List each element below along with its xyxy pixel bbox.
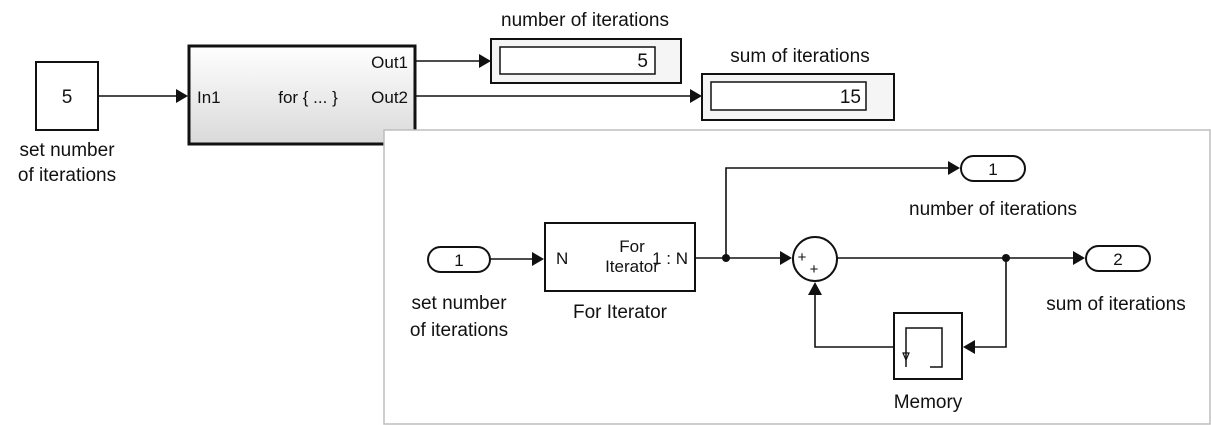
signal-line-memory-to-sum[interactable] <box>814 295 894 348</box>
signal-line-to-outport-1[interactable] <box>725 167 948 258</box>
display-iterations-label: number of iterations <box>501 10 669 31</box>
inport-1-label-line1: set number <box>411 293 507 314</box>
display-iterations-value: 5 <box>637 51 648 72</box>
display-sum-block[interactable]: 15 <box>701 73 895 121</box>
arrowhead <box>780 251 792 265</box>
sum-sign-1: + <box>798 249 807 266</box>
memory-icon <box>905 327 943 368</box>
for-iterator-subsystem-block[interactable]: In1 for { ... } Out1 Out2 <box>187 44 417 146</box>
outport-2-label: sum of iterations <box>1046 294 1185 315</box>
outport-1[interactable]: 1 <box>960 155 1026 182</box>
arrowhead <box>176 89 188 103</box>
sum-block[interactable]: + + <box>792 236 838 282</box>
for-iterator-in-port: N <box>556 249 568 268</box>
memory-icon-arrow <box>902 352 910 362</box>
constant-value: 5 <box>62 87 73 108</box>
for-iterator-out-port: 1 : N <box>652 249 688 268</box>
arrowhead <box>479 54 491 68</box>
subsystem-view-panel <box>383 129 1211 425</box>
display-iterations-block[interactable]: 5 <box>490 38 682 84</box>
subsystem-out-port-2: Out2 <box>371 88 408 107</box>
memory-block[interactable] <box>893 312 963 380</box>
sum-sign-2: + <box>810 261 819 278</box>
constant-label-line1: set number <box>19 140 115 161</box>
arrowhead <box>808 282 822 295</box>
arrowhead <box>948 161 960 175</box>
display-sum-value: 15 <box>840 87 861 108</box>
arrowhead <box>963 340 975 354</box>
for-iterator-title-line1: For <box>619 237 645 256</box>
arrowhead <box>1073 251 1085 265</box>
arrowhead <box>690 89 702 103</box>
subsystem-out-port-1: Out1 <box>371 53 408 72</box>
for-iterator-title-line2: Iterator <box>605 257 659 276</box>
outport-2-number: 2 <box>1113 250 1122 269</box>
outport-2[interactable]: 2 <box>1085 245 1151 272</box>
subsystem-in-port: In1 <box>197 88 221 107</box>
for-iterator-block[interactable]: N For Iterator 1 : N <box>544 222 696 292</box>
signal-line-to-memory[interactable] <box>975 258 1007 348</box>
memory-label: Memory <box>894 392 963 413</box>
inport-1-number: 1 <box>454 251 463 270</box>
outport-1-label: number of iterations <box>909 199 1077 220</box>
arrowhead <box>532 252 544 266</box>
inport-1[interactable]: 1 <box>427 246 491 273</box>
subsystem-content: for { ... } <box>278 88 338 107</box>
constant-block[interactable]: 5 <box>35 61 99 131</box>
display-sum-label: sum of iterations <box>730 46 869 67</box>
inport-1-label-line2: of iterations <box>410 320 508 341</box>
constant-label-line2: of iterations <box>18 165 116 186</box>
outport-1-number: 1 <box>988 160 997 179</box>
for-iterator-label: For Iterator <box>573 302 668 323</box>
